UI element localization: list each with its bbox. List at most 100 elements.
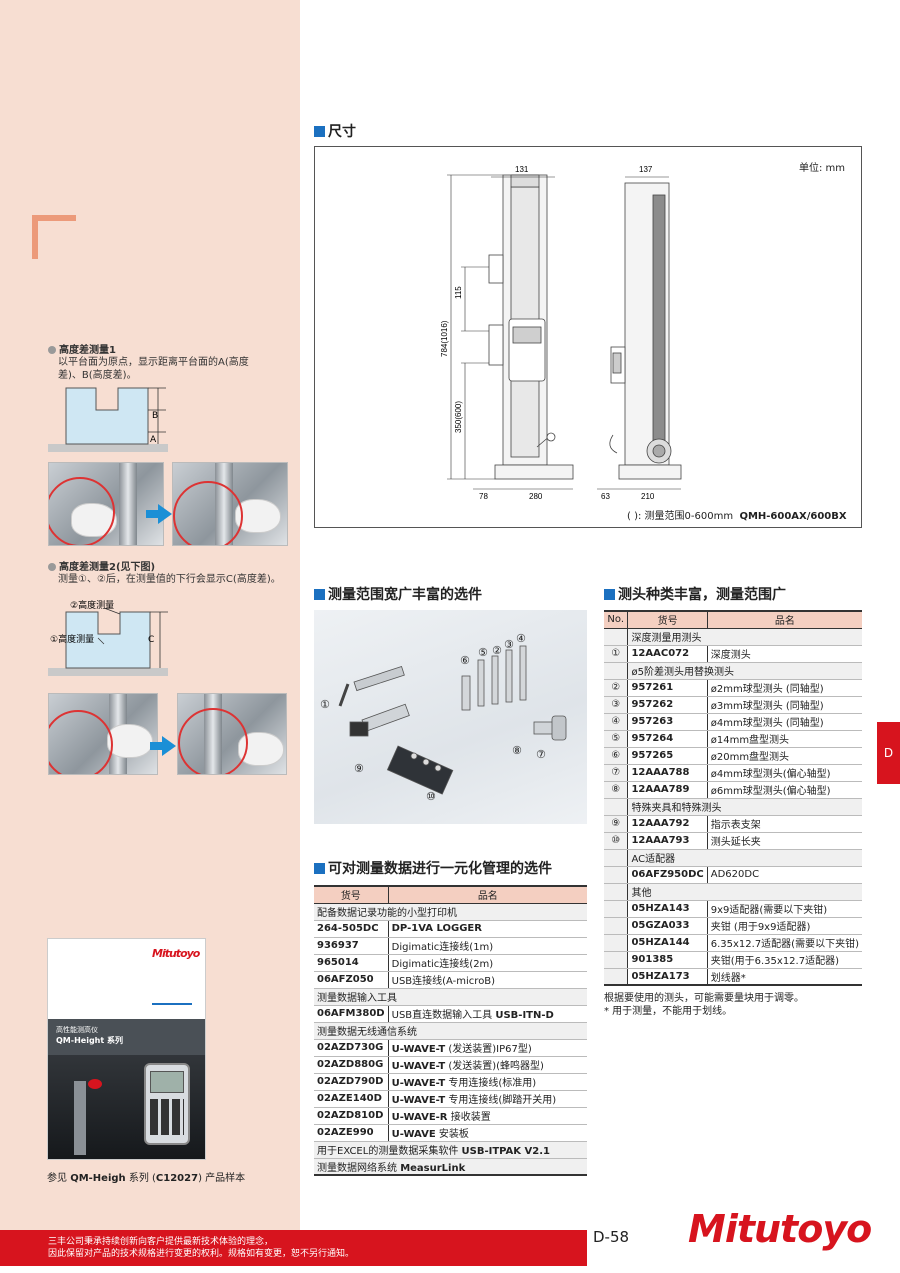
label-b: B — [152, 411, 158, 421]
row-no — [604, 917, 629, 935]
marker-5: ⑤ — [478, 646, 488, 659]
page-number: D-58 — [593, 1228, 630, 1246]
photo-measure-2b — [177, 693, 287, 775]
group-label: 其他 — [627, 883, 862, 901]
catalog-tower-image — [74, 1081, 86, 1155]
table-group-row: 测量数据无线通信系统 — [314, 1022, 587, 1040]
header-code: 货号 — [314, 885, 389, 904]
part-code: 05GZA033 — [627, 917, 708, 935]
part-code: 957264 — [627, 730, 708, 748]
table-group-row: 特殊夹具和特殊测头 — [604, 798, 862, 816]
row-no: ④ — [604, 713, 629, 731]
row-no — [604, 951, 629, 969]
marker-1: ① — [320, 698, 330, 711]
dimension-drawing: 131 137 115 784(1016) 350(600) 78 280 63… — [440, 165, 682, 501]
row-no: ⑦ — [604, 764, 629, 782]
part-name: ø20mm盘型测头 — [707, 747, 862, 765]
group-label: 用于EXCEL的测量数据采集软件 USB-ITPAK V2.1 — [314, 1141, 587, 1159]
part-code: 957262 — [627, 696, 708, 714]
unit-label: 单位: mm — [799, 163, 846, 174]
dimensions-title: 尺寸 — [314, 121, 356, 141]
part-name: U-WAVE-T (发送装置)IP67型) — [388, 1039, 587, 1057]
group-label: 配备数据记录功能的小型打印机 — [314, 903, 587, 921]
part-code: 05HZA173 — [627, 968, 708, 986]
dim-784: 784(1016) — [440, 320, 449, 357]
part-code: 02AZD730G — [314, 1039, 389, 1057]
part-code: 965014 — [314, 954, 389, 972]
part-name: ø6mm球型测头(偏心轴型) — [707, 781, 862, 799]
row-no — [604, 628, 629, 646]
photo-measure-2a — [48, 693, 158, 775]
part-code: 264-505DC — [314, 920, 389, 938]
dim-115: 115 — [454, 286, 463, 299]
part-name: 夹钳(用于6.35x12.7适配器) — [707, 951, 862, 969]
marker-4: ④ — [516, 632, 526, 645]
table-group-row: AC适配器 — [604, 849, 862, 867]
dimensions-caption: ( ): 测量范围0-600mm QMH-600AX/600BX — [627, 511, 847, 522]
part-name: U-WAVE-T 专用连接线(脚踏开关用) — [388, 1090, 587, 1108]
name-text: 接收装置 — [447, 1112, 491, 1123]
header-no: No. — [604, 610, 629, 629]
note1-title: 高度差测量1 — [48, 341, 298, 356]
part-name: USB连接线(A-microB) — [388, 971, 587, 989]
name-bold: USB-ITN-D — [495, 1010, 554, 1021]
part-name: ø4mm球型测头 (同轴型) — [707, 713, 862, 731]
table-group-row: 测量数据输入工具 — [314, 988, 587, 1006]
part-code: 901385 — [627, 951, 708, 969]
row-no: ⑩ — [604, 832, 629, 850]
probes-note-2: * 用于测量，不能用于划线。 — [604, 1006, 733, 1017]
table-group-row: 其他 — [604, 883, 862, 901]
part-code: 02AZD880G — [314, 1056, 389, 1074]
dim-137: 137 — [639, 165, 653, 174]
name-text: 安装板 — [435, 1129, 469, 1140]
name-bold: U-WAVE-T — [391, 1078, 446, 1089]
name-bold: DP-1VA LOGGER — [391, 923, 482, 934]
row-no: ① — [604, 645, 629, 663]
part-name: ø4mm球型测头(偏心轴型) — [707, 764, 862, 782]
row-no — [604, 849, 629, 867]
footer-line-2: 因此保留对产品的技术规格进行变更的权利。规格如有变更，恕不另行通知。 — [48, 1249, 355, 1259]
marker-10: ⑩ — [426, 790, 436, 803]
note2-line1: 测量①、②后，在测量值的下行会显示C(高度差)。 — [58, 574, 281, 585]
accessories-title: 测量范围宽广丰富的选件 — [314, 584, 482, 604]
accessories-photo: ① ② ③ ④ ⑤ ⑥ ⑦ ⑧ ⑨ ⑩ — [314, 610, 587, 824]
part-name: U-WAVE-R 接收装置 — [388, 1107, 587, 1125]
part-name: AD620DC — [707, 866, 862, 884]
mitutoyo-logo: Mitutoyo — [688, 1207, 872, 1251]
row-no — [604, 866, 629, 884]
name-text: USB直连数据输入工具 — [391, 1010, 496, 1021]
part-name: 6.35x12.7适配器(需要以下夹钳) — [707, 934, 862, 952]
part-code: 06AFM380D — [314, 1005, 389, 1023]
name-bold: U-WAVE — [391, 1129, 436, 1140]
catalog-brand-logo: Mitutoyo — [152, 947, 200, 960]
data-mgmt-title: 可对测量数据进行一元化管理的选件 — [314, 858, 552, 878]
marker-7: ⑦ — [536, 748, 546, 761]
photo-measure-1b — [172, 462, 288, 546]
row-no: ⑨ — [604, 815, 629, 833]
part-code: 12AAA789 — [627, 781, 708, 799]
row-no: ⑤ — [604, 730, 629, 748]
row-no: ② — [604, 679, 629, 697]
dim-78: 78 — [479, 492, 488, 501]
marker-3: ③ — [504, 638, 514, 651]
probes-note-1: 根据要使用的测头，可能需要量块用于调零。 — [604, 993, 804, 1004]
dim-131: 131 — [515, 165, 529, 174]
part-code: 936937 — [314, 937, 389, 955]
marker-2: ② — [492, 644, 502, 657]
table-group-row: 测量数据网络系统 MeasurLink — [314, 1158, 587, 1176]
photo-measure-1a — [48, 462, 164, 546]
part-name: U-WAVE-T (发送装置)(蜂鸣器型) — [388, 1056, 587, 1074]
